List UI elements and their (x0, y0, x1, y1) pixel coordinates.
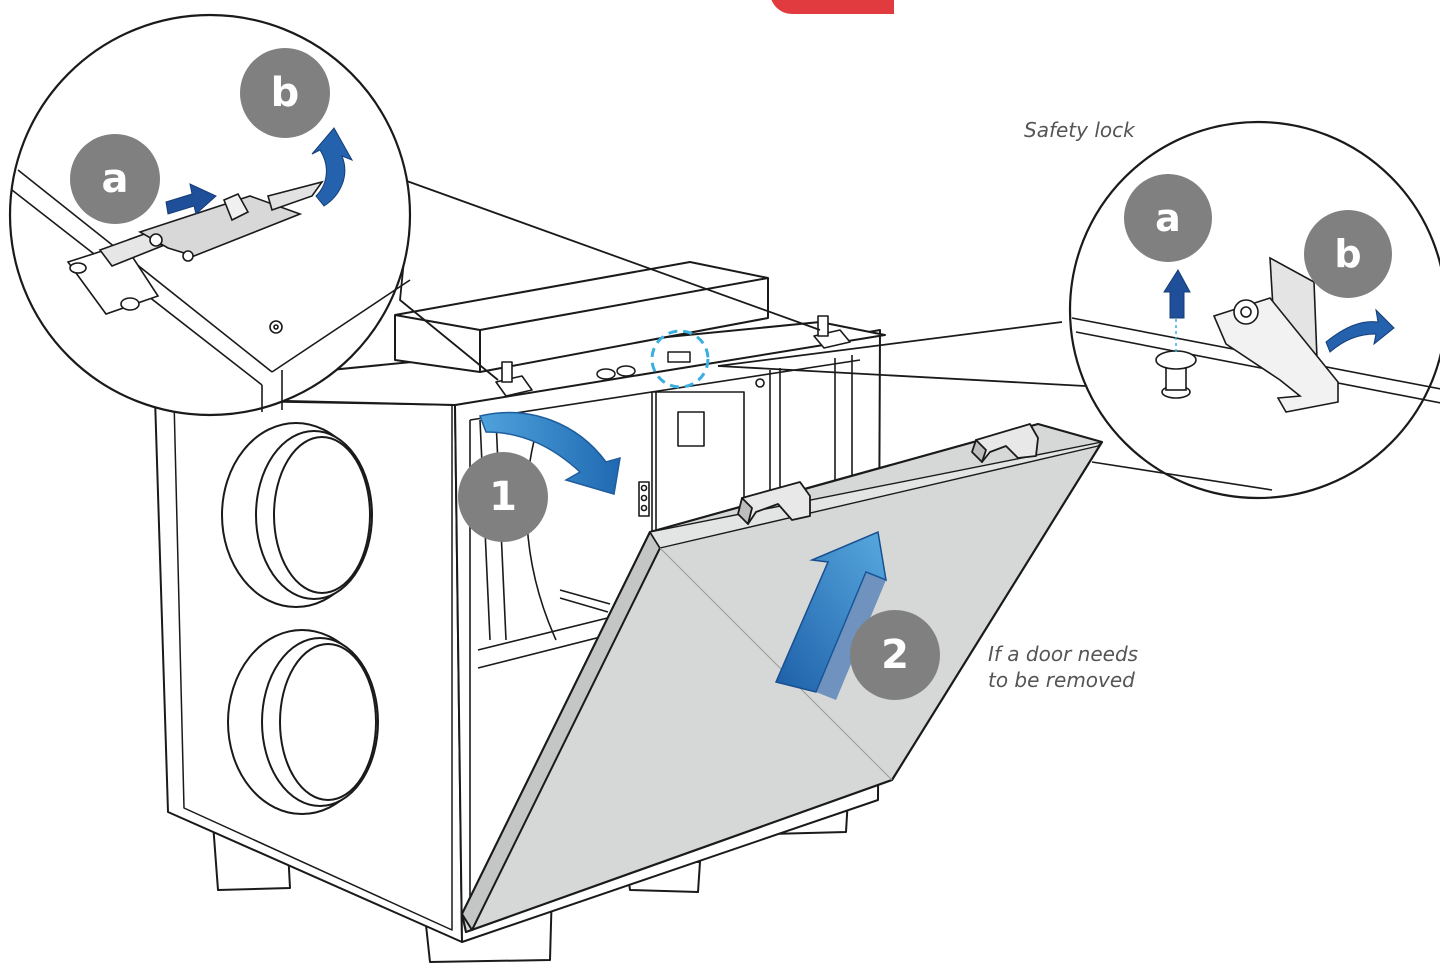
lock-step-a-badge: a (1124, 174, 1212, 262)
lock-step-b-badge: b (1304, 210, 1392, 298)
lock-bracket (1212, 256, 1339, 413)
door-handle-left (737, 481, 811, 525)
lock-screw (1155, 350, 1197, 399)
duct-connection-lower (227, 629, 379, 815)
top-latch-right (813, 315, 851, 349)
accent-tab (770, 0, 894, 14)
latch-detail-magnifier (8, 13, 412, 417)
safety-lock-label: Safety lock (1024, 118, 1135, 142)
door-removal-label-line2: to be removed (988, 668, 1135, 692)
lift-up-arrow (1163, 269, 1191, 319)
step-2-badge: 2 (850, 610, 940, 700)
door-removal-label-line1: If a door needs (988, 642, 1139, 666)
toggle-latch (66, 180, 324, 315)
door-handle-right (971, 423, 1039, 463)
latch-step-b-badge: b (240, 48, 330, 138)
slide-arrow (165, 183, 217, 215)
safety-lock-highlight (650, 329, 710, 389)
duct-connection-upper (221, 422, 373, 608)
callout-lines (399, 179, 1086, 387)
step-1-badge: 1 (458, 452, 548, 542)
top-knobs (596, 351, 691, 380)
lift-arrow (311, 127, 354, 207)
safety-lock-magnifier (1068, 120, 1440, 500)
top-latch-left (495, 361, 533, 397)
latch-step-a-badge: a (70, 134, 160, 224)
lift-door-arrow (774, 530, 887, 700)
open-door-arrow (478, 411, 621, 495)
slide-out-arrow (1325, 308, 1395, 353)
